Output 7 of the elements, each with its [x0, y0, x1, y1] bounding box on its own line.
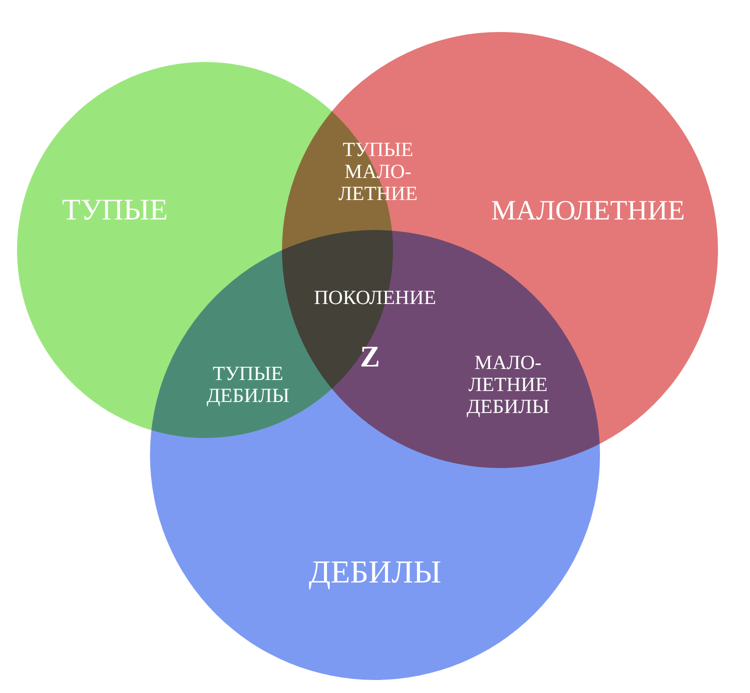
intersection-label: ТУПЫЕ ДЕБИЛЫ — [206, 363, 290, 407]
intersection-label: МАЛО- ЛЕТНИЕ ДЕБИЛЫ — [466, 352, 550, 418]
set-label: ТУПЫЕ — [62, 194, 168, 226]
set-label: ДЕБИЛЫ — [308, 554, 442, 590]
set-label: МАЛОЛЕТНИЕ — [491, 196, 685, 228]
intersection-label: ПОКОЛЕНИЕ — [312, 287, 438, 309]
intersection-label: Z — [358, 340, 381, 374]
